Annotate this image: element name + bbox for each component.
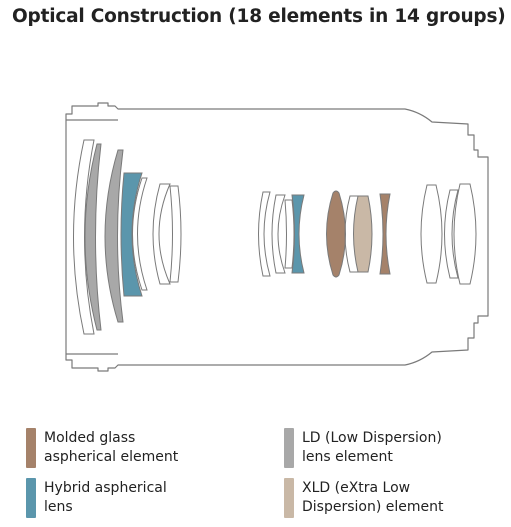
lens-element-hybrid — [120, 172, 143, 297]
lens-element — [444, 189, 459, 279]
lens-element — [420, 184, 443, 284]
legend-item-molded-glass: Molded glass aspherical element — [26, 428, 178, 468]
lens-element-ld — [84, 143, 102, 331]
legend-item-hybrid: Hybrid aspherical lens — [26, 478, 167, 518]
lens-element — [284, 199, 295, 269]
legend-label: Molded glass — [44, 430, 136, 446]
lens-barrel-outline — [65, 102, 489, 372]
legend-label: XLD (eXtra Low — [302, 480, 411, 496]
lens-element — [258, 191, 271, 277]
lens-element — [152, 183, 171, 285]
legend-swatch-ld — [284, 428, 294, 468]
lens-element — [271, 194, 286, 274]
lens-element-ld — [104, 149, 124, 323]
lens-element — [453, 183, 477, 285]
lens-element-hybrid — [291, 194, 305, 274]
legend-item-xld: XLD (eXtra Low Dispersion) element — [284, 478, 443, 518]
legend-label: aspherical element — [44, 449, 179, 465]
lens-element — [132, 177, 148, 291]
diagram-title: Optical Construction (18 elements in 14 … — [12, 6, 506, 27]
legend-swatch-molded-glass — [26, 428, 36, 468]
lens-element — [169, 185, 182, 283]
legend-label: lens element — [302, 449, 393, 465]
legend-item-ld: LD (Low Dispersion) lens element — [284, 428, 442, 468]
legend-label: LD (Low Dispersion) — [302, 430, 442, 446]
lens-element-xld — [353, 195, 373, 273]
legend-swatch-hybrid — [26, 478, 36, 518]
legend-label: lens — [44, 499, 73, 515]
legend-swatch-xld — [284, 478, 294, 518]
lens-element-molded-glass — [326, 190, 346, 278]
lens-element — [73, 139, 95, 335]
lens-element-molded-glass — [379, 193, 391, 275]
legend-label: Dispersion) element — [302, 499, 444, 515]
legend-label: Hybrid aspherical — [44, 480, 167, 496]
